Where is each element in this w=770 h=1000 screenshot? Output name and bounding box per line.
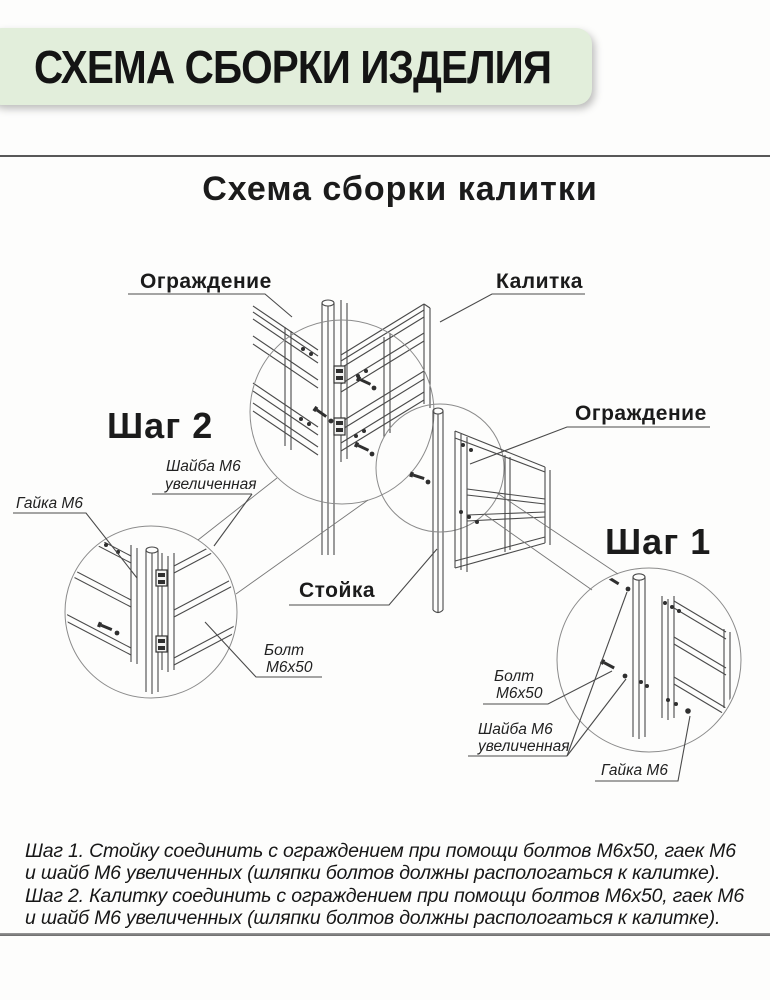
bolt-icon	[355, 375, 377, 391]
post-standalone	[432, 407, 444, 614]
detail-circle-post	[375, 403, 505, 533]
diagram-title: Схема сборки калитки	[202, 170, 598, 208]
label-washer-left-1: Шайба М6	[166, 458, 241, 475]
label-fence-left: Ограждение	[140, 270, 272, 293]
label-gate: Калитка	[496, 270, 583, 293]
label-step1: Шаг 1	[605, 521, 711, 562]
callout-leaders	[13, 293, 710, 782]
label-washer-right-1: Шайба М6	[478, 721, 553, 738]
assembly-diagram: Схема сборки калитки	[13, 170, 742, 782]
step1-detail-content	[599, 573, 731, 739]
instruction-line: Шаг 1. Стойку соединить с ограждением пр…	[25, 840, 736, 862]
instruction-line: Шаг 2. Калитку соединить с ограждением п…	[25, 884, 745, 907]
hinge-icon	[333, 417, 346, 436]
label-bolt-right-2: М6х50	[496, 685, 543, 702]
instruction-line: и шайб М6 увеличенных (шляпки болтов дол…	[25, 907, 721, 930]
label-washer-left-2: увеличенная	[164, 476, 257, 493]
center-post	[321, 299, 335, 555]
bolt-icon	[409, 471, 431, 485]
step2-detail-content	[67, 528, 235, 694]
label-step2: Шаг 2	[107, 405, 213, 446]
detail-connector-lines	[197, 477, 619, 595]
fence-panel-right	[454, 430, 551, 572]
instruction-line: и шайб М6 увеличенных (шляпки болтов дол…	[25, 862, 721, 885]
detail-circle-joint	[249, 319, 435, 505]
label-washer-right-2: увеличенная	[477, 738, 570, 755]
gate-panel	[340, 300, 431, 462]
label-nut-left: Гайка М6	[16, 495, 83, 512]
label-nut-right: Гайка М6	[601, 762, 668, 779]
assembly-instructions: Шаг 1. Стойку соединить с ограждением пр…	[25, 840, 755, 930]
bolt-icon	[353, 441, 375, 457]
label-post: Стойка	[299, 579, 375, 602]
hinge-icon	[333, 365, 346, 384]
bottom-divider	[0, 933, 770, 936]
label-fence-right: Ограждение	[575, 402, 707, 425]
step1-detail-circle	[556, 567, 742, 753]
label-bolt-center-2: М6х50	[266, 659, 313, 676]
top-divider	[0, 155, 770, 157]
page-title: СХЕМА СБОРКИ ИЗДЕЛИЯ	[34, 40, 552, 93]
label-bolt-right-1: Болт	[494, 668, 534, 685]
step2-detail-circle	[64, 525, 238, 699]
label-bolt-center-1: Болт	[264, 642, 304, 659]
fence-panel-left	[252, 305, 319, 456]
header-banner: СХЕМА СБОРКИ ИЗДЕЛИЯ	[0, 28, 592, 105]
bolt-icon	[312, 405, 334, 424]
